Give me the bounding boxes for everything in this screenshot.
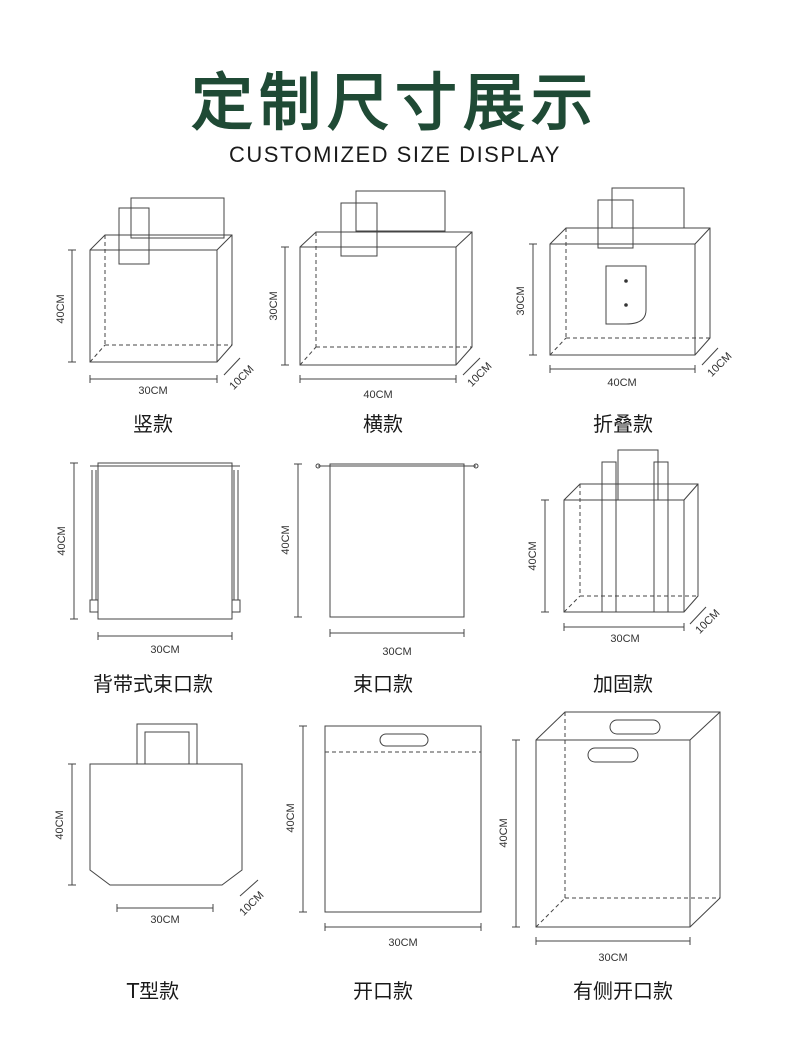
page-title: 定制尺寸展示 bbox=[190, 66, 599, 139]
dim-height-4: 40CM bbox=[56, 526, 68, 555]
bag-label-drawstring-backpack: 背带式束口款 bbox=[93, 672, 213, 696]
dim-depth-2: 10CM bbox=[465, 360, 494, 389]
bag-diagram-reinforced bbox=[541, 449, 707, 631]
bag-label-open-handle: 开口款 bbox=[353, 979, 413, 1003]
dim-height-8: 40CM bbox=[285, 803, 297, 832]
bag-label-side-open-handle: 有侧开口款 bbox=[573, 979, 673, 1003]
dim-width-9: 30CM bbox=[598, 952, 627, 964]
dim-depth-6: 10CM bbox=[693, 607, 722, 636]
dim-width-3: 40CM bbox=[607, 377, 636, 389]
bag-label-t-shape: T型款 bbox=[126, 979, 180, 1003]
bag-label-vertical: 竖款 bbox=[133, 412, 173, 436]
dim-height-7: 40CM bbox=[54, 810, 66, 839]
dim-height-9: 40CM bbox=[498, 818, 510, 847]
bag-label-reinforced: 加固款 bbox=[593, 672, 653, 696]
dim-height-1: 40CM bbox=[55, 294, 67, 323]
bag-diagram-t-shape bbox=[68, 723, 259, 912]
bag-diagram-open-handle bbox=[299, 725, 482, 931]
dim-depth-7: 10CM bbox=[237, 889, 266, 918]
dim-width-5: 30CM bbox=[382, 646, 411, 658]
dim-width-8: 30CM bbox=[388, 937, 417, 949]
bag-diagram-drawstring bbox=[294, 463, 479, 637]
dim-height-2: 30CM bbox=[268, 291, 280, 320]
dim-width-1: 30CM bbox=[138, 385, 167, 397]
bag-label-horizontal: 横款 bbox=[363, 412, 403, 436]
dim-height-6: 40CM bbox=[527, 541, 539, 570]
dim-height-3: 30CM bbox=[515, 286, 527, 315]
bag-diagram-horizontal bbox=[281, 190, 481, 383]
bag-diagram-side-open-handle bbox=[512, 711, 721, 945]
dim-depth-1: 10CM bbox=[227, 363, 256, 392]
bag-diagram-vertical bbox=[68, 197, 241, 383]
dim-width-4: 30CM bbox=[150, 644, 179, 656]
dim-width-2: 40CM bbox=[363, 389, 392, 401]
bag-label-drawstring: 束口款 bbox=[353, 672, 413, 696]
dim-depth-3: 10CM bbox=[705, 350, 734, 379]
dim-height-5: 40CM bbox=[280, 525, 292, 554]
bag-diagram-drawstring-backpack bbox=[70, 462, 241, 640]
dim-width-7: 30CM bbox=[150, 914, 179, 926]
page-subtitle: CUSTOMIZED SIZE DISPLAY bbox=[229, 142, 561, 167]
bag-diagram-folding bbox=[529, 187, 719, 373]
dim-width-6: 30CM bbox=[610, 633, 639, 645]
bag-label-folding: 折叠款 bbox=[593, 412, 653, 436]
